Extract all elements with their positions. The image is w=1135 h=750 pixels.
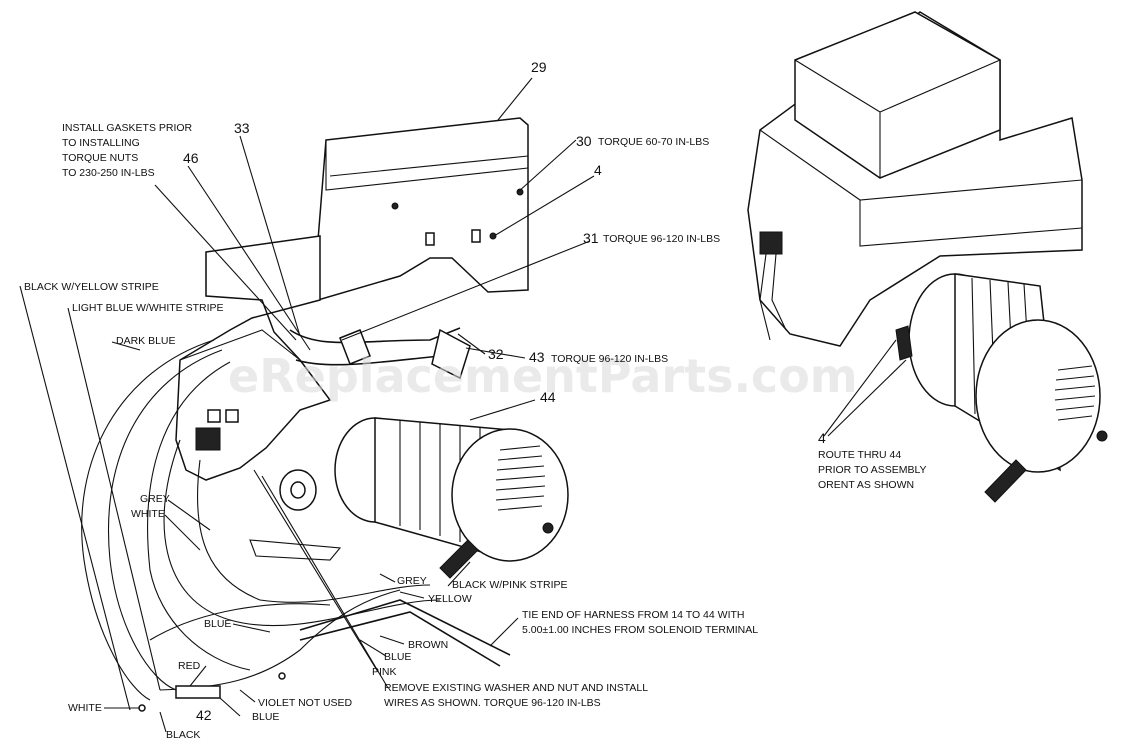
harness-wire-3	[147, 361, 251, 671]
note-torque-31: TORQUE 96-120 IN-LBS	[603, 233, 720, 245]
callout-29: 29	[531, 59, 547, 75]
wire-label-blue-lower: BLUE	[384, 651, 411, 663]
wire-label-red: RED	[178, 660, 201, 672]
note-remove-washer-1: REMOVE EXISTING WASHER AND NUT AND INSTA…	[384, 682, 648, 694]
wire-label-black-bottom: BLACK	[166, 729, 200, 741]
note-torque-43: TORQUE 96-120 IN-LBS	[551, 353, 668, 365]
wire-label-violet: VIOLET NOT USED	[258, 697, 353, 709]
bolt-hole	[391, 202, 399, 210]
housing-edge	[179, 329, 301, 361]
harness-wire-outer	[81, 339, 215, 701]
connector-42	[175, 685, 221, 699]
bracket-fold-line-2	[329, 155, 529, 177]
right-alternator-endcap	[975, 319, 1101, 473]
callout-31: 31	[583, 230, 599, 246]
wire-label-light-blue-white: LIGHT BLUE W/WHITE STRIPE	[72, 302, 224, 314]
wire-label-black-pink: BLACK W/PINK STRIPE	[452, 579, 568, 591]
note-install-gaskets-4: TO 230-250 IN-LBS	[62, 167, 155, 179]
manifold-pipe	[289, 327, 461, 344]
note-tie-end-1: TIE END OF HARNESS FROM 14 TO 44 WITH	[522, 609, 744, 621]
wire-label-dark-blue: DARK BLUE	[116, 335, 176, 347]
harness-clip	[249, 539, 342, 561]
bracket-plate	[317, 117, 529, 302]
wire-end	[278, 672, 286, 680]
note-remove-washer-2: WIRES AS SHOWN. TORQUE 96-120 IN-LBS	[384, 697, 601, 709]
terminal-block	[225, 409, 239, 423]
callout-30: 30	[576, 133, 592, 149]
callout-33: 33	[234, 120, 250, 136]
manifold-clamp	[339, 329, 371, 365]
right-wire-lead	[759, 253, 787, 341]
right-alternator-vents	[1054, 365, 1096, 421]
note-install-gaskets-3: TORQUE NUTS	[62, 152, 138, 164]
wire-label-brown: BROWN	[408, 639, 448, 651]
wire-label-blue-mid: BLUE	[204, 618, 231, 630]
bolt-hole	[516, 188, 524, 196]
endcap-bolt	[542, 522, 554, 534]
wire-label-white-bottom: WHITE	[68, 702, 102, 714]
starter-hub	[290, 481, 306, 499]
callout-46: 46	[183, 150, 199, 166]
terminal-block	[207, 409, 221, 423]
note-install-gaskets-1: INSTALL GASKETS PRIOR	[62, 122, 193, 134]
note-install-gaskets-2: TO INSTALLING	[62, 137, 140, 149]
harness-bundle	[299, 611, 501, 667]
nut	[489, 232, 497, 240]
right-air-box	[794, 11, 1001, 179]
right-endcap-bolt	[1096, 430, 1108, 442]
harness-wire-inner	[107, 349, 223, 691]
callout-43: 43	[529, 349, 545, 365]
callout-4-right: 4	[818, 430, 826, 446]
wire-label-yellow: YELLOW	[428, 593, 472, 605]
solenoid-terminal	[195, 427, 221, 451]
alternator-endcap	[451, 428, 569, 562]
callout-42: 42	[196, 707, 212, 723]
wire-label-grey-right: GREY	[397, 575, 427, 587]
bracket-fold-line	[325, 140, 529, 191]
callout-44: 44	[540, 389, 556, 405]
wire-label-grey-left: GREY	[140, 493, 170, 505]
harness-wire-4	[163, 439, 441, 627]
right-wire-clip	[895, 325, 913, 361]
stud	[471, 229, 481, 243]
alternator-fins	[399, 420, 481, 548]
note-route-thru-2: PRIOR TO ASSEMBLY	[818, 464, 927, 476]
alternator-vents	[495, 445, 546, 511]
harness-bundle	[299, 599, 511, 656]
manifold-clamp	[431, 328, 471, 380]
harness-wire-5	[197, 459, 431, 603]
leader-lines	[19, 77, 907, 733]
note-torque-30: TORQUE 60-70 IN-LBS	[598, 136, 709, 148]
wire-label-black-yellow: BLACK W/YELLOW STRIPE	[24, 281, 159, 293]
alternator-shaft	[439, 539, 479, 579]
harness-wire-7	[149, 603, 331, 641]
wire-label-white-left: WHITE	[131, 508, 165, 520]
note-route-thru-3: ORENT AS SHOWN	[818, 479, 914, 491]
housing-edge	[859, 200, 1083, 247]
stud	[425, 232, 435, 246]
manifold-pipe	[295, 347, 469, 366]
wire-label-blue-bottom: BLUE	[252, 711, 279, 723]
right-solenoid	[759, 231, 783, 255]
note-route-thru-1: ROUTE THRU 44	[818, 449, 901, 461]
callout-32: 32	[488, 346, 504, 362]
air-box-edge	[794, 59, 1001, 178]
callout-4-top: 4	[594, 162, 602, 178]
wire-label-pink: PINK	[372, 666, 397, 678]
note-tie-end-2: 5.00±1.00 INCHES FROM SOLENOID TERMINAL	[522, 624, 758, 636]
right-alternator-shaft	[984, 459, 1027, 503]
watermark: eReplacementParts.com	[228, 349, 858, 403]
